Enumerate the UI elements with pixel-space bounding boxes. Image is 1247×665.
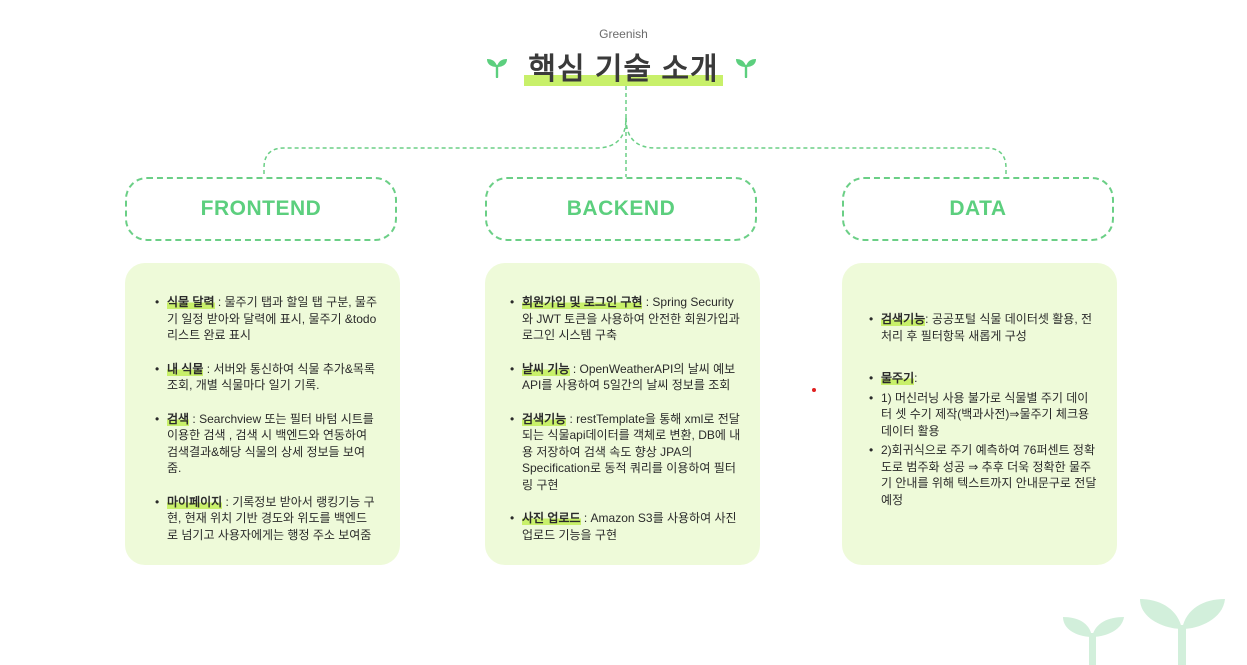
sprout-left-icon: [487, 59, 507, 78]
list-item: •식물 달력 : 물주기 탭과 할일 탭 구분, 물주기 일정 받아와 달력에 …: [155, 295, 377, 342]
item-text: : Amazon S3를 사용하여 사진 업로드 기능을 구현: [522, 511, 737, 542]
item-key: 날씨 기능: [522, 361, 570, 376]
heading-backend: BACKEND: [485, 177, 757, 241]
decorative-sprout-icon: [1063, 599, 1225, 665]
brand-name: Greenish: [599, 27, 648, 41]
item-text: : 기록정보 받아서 랭킹기능 구현, 현재 위치 기반 경도와 위도를 백엔드…: [167, 494, 375, 542]
item-text: : OpenWeatherAPI의 날씨 예보 API를 사용하여 5일간의 날…: [522, 361, 736, 393]
backend-card: •회원가입 및 로그인 구현 : Spring Security와 JWT 토큰…: [485, 263, 760, 565]
list-item: •회원가입 및 로그인 구현 : Spring Security와 JWT 토큰…: [510, 295, 740, 342]
item-key: 사진 업로드: [522, 511, 581, 525]
list-item: •내 식물 : 서버와 통신하여 식물 추가&목록 조회, 개별 식물마다 일기…: [155, 361, 375, 393]
red-dot-marker: [812, 388, 816, 392]
item-text: : 서버와 통신하여 식물 추가&목록 조회, 개별 식물마다 일기 기록.: [167, 361, 375, 393]
list-item: •날씨 기능 : OpenWeatherAPI의 날씨 예보 API를 사용하여…: [510, 361, 736, 393]
item-text: : restTemplate을 통해 xml로 전달되는 식물api데이터를 객…: [522, 411, 741, 492]
item-key: 내 식물: [167, 361, 204, 376]
list-item: •사진 업로드 : Amazon S3를 사용하여 사진 업로드 기능을 구현: [510, 511, 737, 542]
item-key: 마이페이지: [167, 494, 223, 509]
heading-data: DATA: [842, 177, 1114, 241]
sub-list-item: •2)회귀식으로 주기 예측하여 76퍼센트 정확도로 범주화 성공 ⇒ 추후 …: [869, 443, 1097, 507]
data-card: •검색기능: 공공포털 식물 데이터셋 활용, 전처리 후 필터항목 새롭게 구…: [842, 263, 1117, 565]
sub-list-item: •1) 머신러닝 사용 불가로 식물별 주기 데이터 셋 수기 제작(백과사전)…: [869, 390, 1090, 438]
item-text: : Spring Security와 JWT 토큰을 사용하여 안전한 회원가입…: [522, 295, 740, 342]
frontend-card: •식물 달력 : 물주기 탭과 할일 탭 구분, 물주기 일정 받아와 달력에 …: [125, 263, 400, 565]
page-title: 핵심 기술 소개: [524, 44, 723, 88]
item-text: : 물주기 탭과 할일 탭 구분, 물주기 일정 받아와 달력에 표시, 물주기…: [167, 295, 377, 342]
title-wrap: 핵심 기술 소개: [0, 44, 1247, 88]
item-key: 검색: [167, 411, 190, 426]
heading-frontend: FRONTEND: [125, 177, 397, 241]
list-item: •검색 : Searchview 또는 필터 바텀 시트를 이용한 검색 , 검…: [155, 411, 374, 476]
item-text: : Searchview 또는 필터 바텀 시트를 이용한 검색 , 검색 시 …: [167, 411, 374, 476]
item-key: 물주기: [881, 371, 915, 385]
item-key: 검색기능: [522, 411, 567, 426]
list-item: •마이페이지 : 기록정보 받아서 랭킹기능 구현, 현재 위치 기반 경도와 …: [155, 494, 375, 542]
item-text: : 공공포털 식물 데이터셋 활용, 전처리 후 필터항목 새롭게 구성: [881, 312, 1093, 343]
item-text: :: [914, 371, 918, 385]
sub-item-text: 2)회귀식으로 주기 예측하여 76퍼센트 정확도로 범주화 성공 ⇒ 추후 더…: [881, 443, 1097, 507]
list-item: •물주기:: [869, 371, 918, 385]
list-item: •검색기능: 공공포털 식물 데이터셋 활용, 전처리 후 필터항목 새롭게 구…: [869, 312, 1093, 343]
sub-item-text: 1) 머신러닝 사용 불가로 식물별 주기 데이터 셋 수기 제작(백과사전)⇒…: [881, 390, 1090, 438]
item-key: 회원가입 및 로그인 구현: [522, 295, 643, 309]
item-key: 식물 달력: [167, 295, 215, 309]
item-key: 검색기능: [881, 312, 926, 326]
list-item: •검색기능 : restTemplate을 통해 xml로 전달되는 식물api…: [510, 411, 741, 492]
sprout-right-icon: [736, 59, 756, 78]
